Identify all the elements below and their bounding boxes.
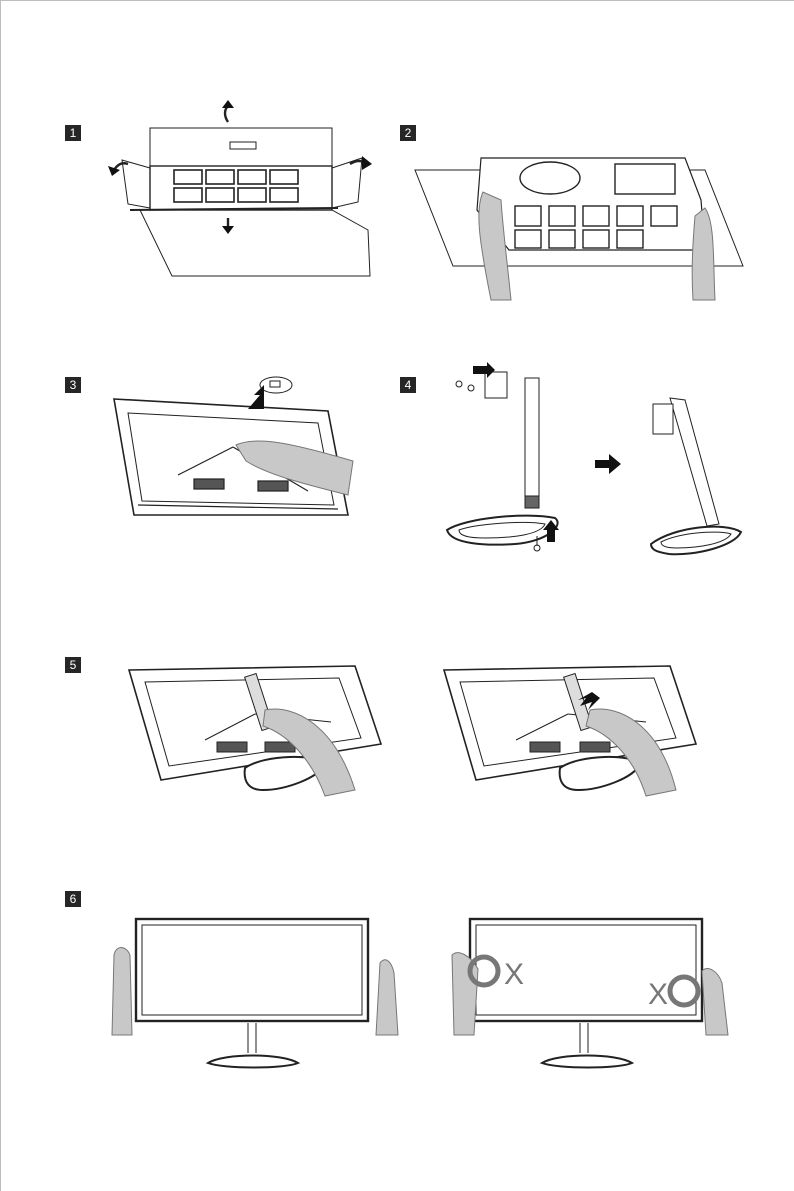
- warning-mark-2: X: [648, 978, 668, 1012]
- step-2-badge: 2: [400, 125, 416, 141]
- step-5-illustration-b: [440, 650, 700, 805]
- step-1-badge: 1: [65, 125, 81, 141]
- step-3-illustration: [108, 375, 358, 540]
- step-4-illustration: [445, 360, 745, 575]
- step-4-badge: 4: [400, 377, 416, 393]
- step-2-illustration: [415, 150, 745, 305]
- step-3-badge: 3: [65, 377, 81, 393]
- warning-mark-1: X: [504, 958, 524, 992]
- page-border-top: [0, 0, 794, 1]
- step-1-illustration: [100, 100, 380, 290]
- page-border-left: [0, 0, 1, 1191]
- step-6-illustration-incorrect: [446, 915, 736, 1080]
- step-6-badge: 6: [65, 891, 81, 907]
- step-6-illustration-correct: [108, 915, 398, 1080]
- step-5-illustration-a: [125, 650, 385, 805]
- step-5-badge: 5: [65, 657, 81, 673]
